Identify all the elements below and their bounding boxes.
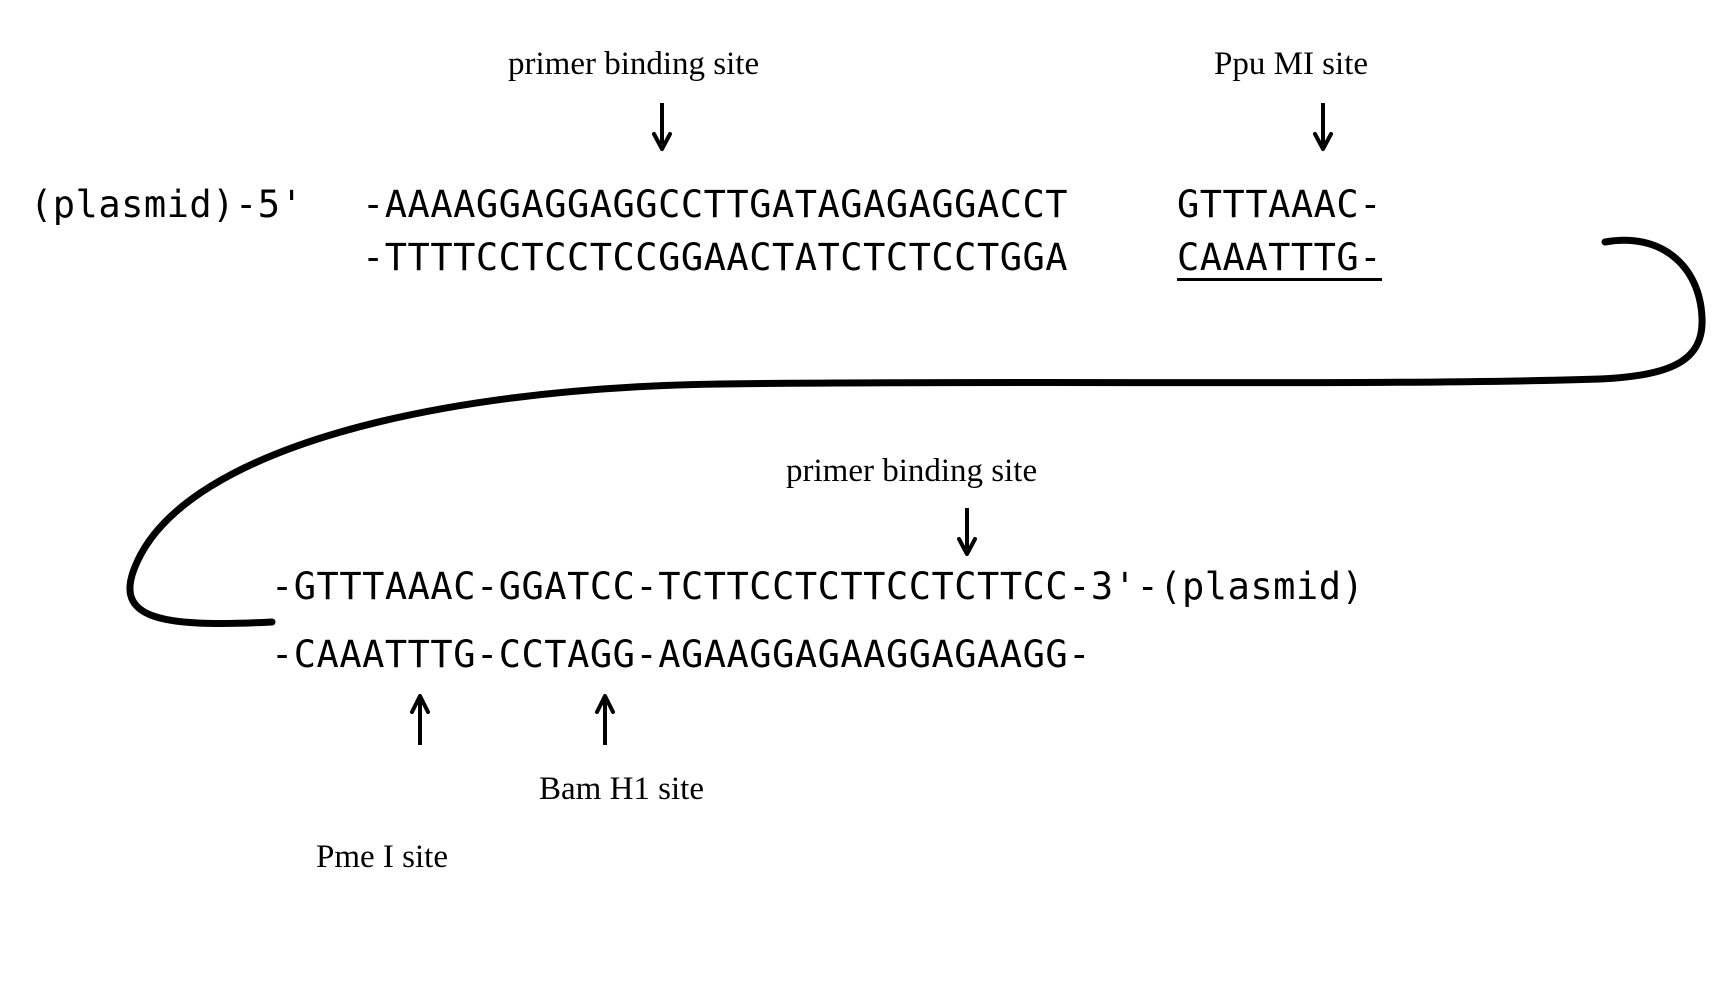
sequence-bottom-strand-main: -TTTTCCTCCTCCGGAACTATCTCTCCTGGA [362,236,1069,279]
sequence-top-strand-ppu-site: GTTTAAAC- [1177,183,1382,226]
sequence-lower-top-strand: -GTTTAAAC-GGATCC-TCTTCCTCTTCCTCTTCC-3'-(… [271,565,1365,608]
sequence-top-strand-main: -AAAAGGAGGAGGCCTTGATAGAGAGGACCT [362,183,1069,226]
arrow-down-icon-primer-top [647,103,677,153]
arrow-up-icon-bam-h1 [590,693,620,745]
sequence-left-flank-plasmid-5prime: (plasmid)-5' [30,183,304,226]
sequence-bottom-strand-ppu-site: CAAATTTG- [1177,236,1382,281]
annotation-pme-i-site: Pme I site [316,839,448,875]
arrow-down-icon-ppu-mi [1308,103,1338,153]
annotation-primer-binding-site-top: primer binding site [508,46,760,82]
annotation-primer-binding-site-middle: primer binding site [786,453,1038,489]
arrow-up-icon-pme-i [405,693,435,745]
annotation-bam-h1-site: Bam H1 site [539,771,704,807]
arrow-down-icon-primer-middle [952,508,982,558]
annotation-ppu-mi-site: Ppu MI site [1214,46,1369,82]
sequence-lower-bottom-strand: -CAAATTTG-CCTAGG-AGAAGGAGAAGGAGAAGG- [271,633,1091,676]
